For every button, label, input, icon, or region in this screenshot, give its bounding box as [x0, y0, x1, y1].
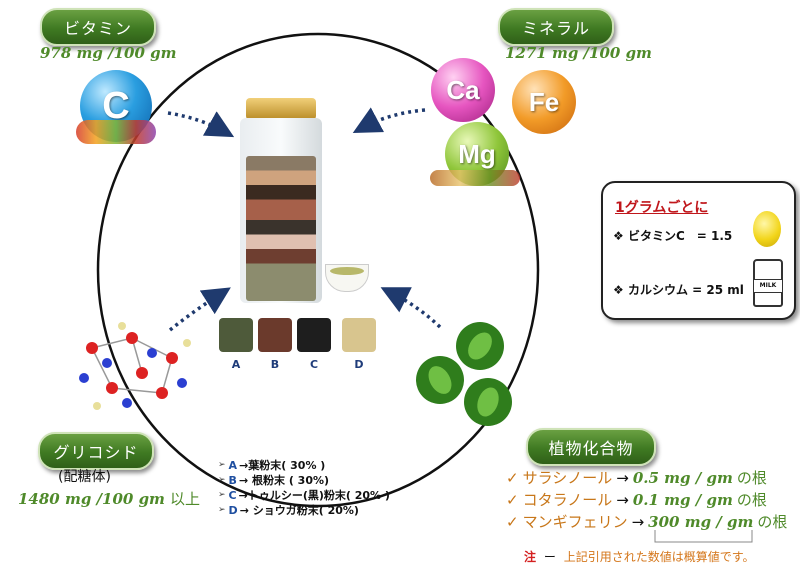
- mineral-food-icon: [430, 170, 520, 186]
- phytochemical-label: 植物化合物: [526, 428, 656, 466]
- swatch-b-label: B: [270, 358, 280, 371]
- mineral-label: ミネラル: [498, 8, 614, 46]
- per-gram-box: 1グラムごとに ❖ ビタミンC = 1.5 ❖ カルシウム = 25 ml MI…: [601, 181, 796, 320]
- glycoside-label: グリコシド: [38, 432, 154, 470]
- swatch-d: [342, 318, 376, 352]
- legend-item: ➢C→トゥルシー(黒)粉末( 20% ): [218, 488, 390, 503]
- legend-item: ➢B→ 根粉末 ( 30%): [218, 473, 330, 488]
- phyto-row: ✓サラシノール →0.5 mg / gm の根: [506, 468, 767, 488]
- per-gram-row-calcium: ❖ カルシウム = 25 ml: [613, 283, 744, 297]
- calcium-icon: Ca: [431, 58, 495, 122]
- swatch-c-label: C: [309, 358, 319, 371]
- vitamin-value: 978 mg /100 gm: [40, 44, 177, 62]
- cycle-ring: [96, 32, 540, 508]
- swatch-b: [258, 318, 292, 352]
- mineral-value: 1271 mg /100 gm: [505, 44, 652, 62]
- arrow-vitamin: [167, 111, 235, 138]
- milk-label: MILK: [754, 279, 782, 293]
- arrow-plant: [380, 287, 442, 329]
- legend-item: ➢D→ ショウガ粉末( 20%): [218, 503, 359, 518]
- vitamin-label: ビタミン: [40, 8, 156, 46]
- bracket: [654, 530, 753, 543]
- per-gram-title: 1グラムごとに: [615, 200, 709, 216]
- fruit-pile-icon: [76, 120, 156, 144]
- glycoside-value-row: 1480 mg /100 gm 以上: [18, 488, 200, 509]
- glycoside-sub: (配糖体): [58, 469, 111, 485]
- phyto-row: ✓コタラノール →0.1 mg / gm の根: [506, 490, 767, 510]
- swatch-a: [219, 318, 253, 352]
- footnote-mark: 注: [524, 550, 537, 564]
- footnote: 注 ー 上記引用された数値は概算値です。: [524, 548, 755, 565]
- iron-icon: Fe: [512, 70, 576, 134]
- swatch-d-label: D: [354, 358, 364, 371]
- lemon-icon: [753, 211, 781, 247]
- glycoside-value-suffix: 以上: [170, 490, 201, 508]
- phyto-row: ✓マンギフェリン →300 mg / gm の根: [506, 512, 788, 532]
- tea-cup-icon: [325, 264, 369, 292]
- arrow-mineral: [352, 107, 426, 133]
- swatch-c: [297, 318, 331, 352]
- per-gram-row-vitamin: ❖ ビタミンC = 1.5: [613, 229, 733, 243]
- molecule-icon: [79, 322, 191, 410]
- arrow-glycoside: [168, 287, 231, 332]
- powder-jar: [238, 98, 324, 303]
- milk-bottle-icon: MILK: [753, 259, 783, 307]
- footnote-text: 上記引用された数値は概算値です。: [563, 550, 755, 564]
- leaves-icon: [416, 322, 512, 426]
- glycoside-value: 1480 mg /100 gm: [18, 490, 165, 508]
- footnote-dash: ー: [543, 550, 556, 564]
- swatch-a-label: A: [231, 358, 241, 371]
- legend-item: ➢A→葉粉末( 30% ): [218, 458, 326, 473]
